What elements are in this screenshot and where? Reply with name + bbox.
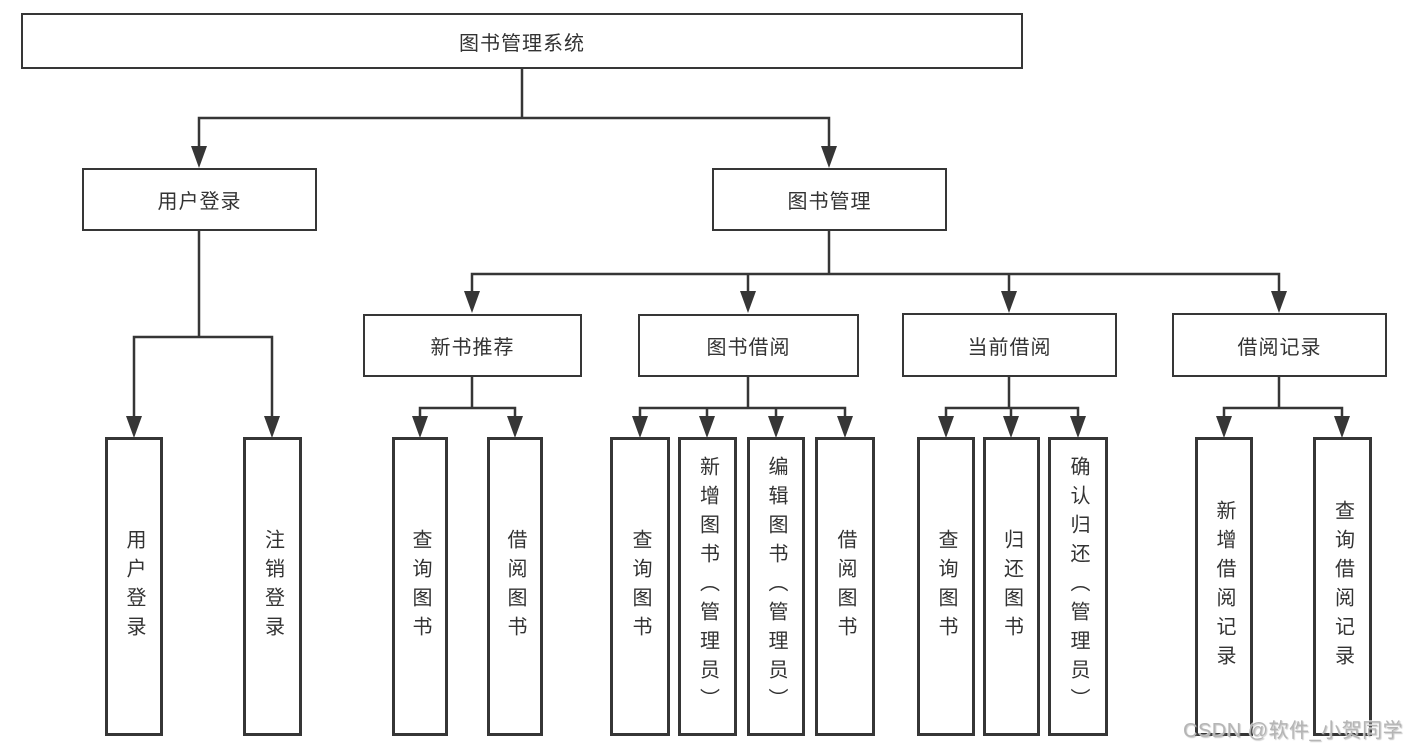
leaf-confirm-return-admin: 确认归还（管理员） <box>1048 437 1108 736</box>
leaf-add-books-admin: 新增图书（管理员） <box>678 437 737 736</box>
leaf-borrow-query-books: 查询图书 <box>610 437 670 736</box>
leaf-return-books-label: 归还图书 <box>1000 528 1023 645</box>
leaf-borrow-books-label: 借阅图书 <box>834 528 856 645</box>
connector-bookborrow-group <box>638 377 847 420</box>
leaf-newbook-query-books: 查询图书 <box>392 437 448 736</box>
connector-bookmgmt-bar <box>470 272 1281 296</box>
node-borrowing-records-label: 借阅记录 <box>1237 336 1322 359</box>
leaf-add-books-admin-label: 新增图书（管理员） <box>696 456 719 717</box>
node-book-borrowing-label: 图书借阅 <box>706 337 791 359</box>
leaf-query-borrow-record-label: 查询借阅记录 <box>1331 499 1354 674</box>
node-current-borrowing: 当前借阅 <box>902 313 1117 377</box>
node-library-system-label: 图书管理系统 <box>459 32 585 55</box>
node-book-borrowing: 图书借阅 <box>638 314 859 377</box>
node-book-management: 图书管理 <box>712 168 947 231</box>
node-book-management-label: 图书管理 <box>787 191 872 213</box>
leaf-confirm-return-admin-label: 确认归还（管理员） <box>1067 456 1089 717</box>
node-current-borrowing-label: 当前借阅 <box>967 336 1052 359</box>
leaf-newbook-query-books-label: 查询图书 <box>409 528 431 645</box>
connector-records-group <box>1222 377 1344 420</box>
leaf-logout-label: 注销登录 <box>261 528 284 645</box>
leaf-user-login: 用户登录 <box>105 437 163 736</box>
node-new-book-recommend-label: 新书推荐 <box>430 337 515 359</box>
node-library-system: 图书管理系统 <box>21 13 1023 69</box>
leaf-borrow-query-books-label: 查询图书 <box>629 528 651 645</box>
leaf-logout: 注销登录 <box>243 437 302 736</box>
node-user-login: 用户登录 <box>82 168 317 231</box>
leaf-edit-books-admin: 编辑图书（管理员） <box>747 437 805 736</box>
leaf-current-query-books-label: 查询图书 <box>935 528 957 645</box>
connector-newbook-group <box>418 377 517 420</box>
leaf-user-login-label: 用户登录 <box>123 528 145 645</box>
leaf-return-books: 归还图书 <box>983 437 1040 736</box>
leaf-edit-books-admin-label: 编辑图书（管理员） <box>765 456 787 717</box>
connector-currentborrow-group <box>944 377 1080 420</box>
leaf-newbook-borrow-books: 借阅图书 <box>487 437 543 736</box>
leaf-newbook-borrow-books-label: 借阅图书 <box>504 528 526 645</box>
connector-userlogin-bar <box>132 335 274 420</box>
leaf-add-borrow-record: 新增借阅记录 <box>1195 437 1253 736</box>
node-new-book-recommend: 新书推荐 <box>363 314 582 377</box>
node-borrowing-records: 借阅记录 <box>1172 313 1387 377</box>
node-user-login-label: 用户登录 <box>157 191 242 213</box>
connector-root-bar <box>197 116 831 151</box>
leaf-add-borrow-record-label: 新增借阅记录 <box>1213 499 1235 674</box>
leaf-query-borrow-record: 查询借阅记录 <box>1313 437 1372 736</box>
connector-lines <box>132 69 1344 420</box>
csdn-watermark: CSDN @软件_小贺同学 <box>1183 720 1404 742</box>
leaf-current-query-books: 查询图书 <box>917 437 975 736</box>
leaf-borrow-books: 借阅图书 <box>815 437 875 736</box>
